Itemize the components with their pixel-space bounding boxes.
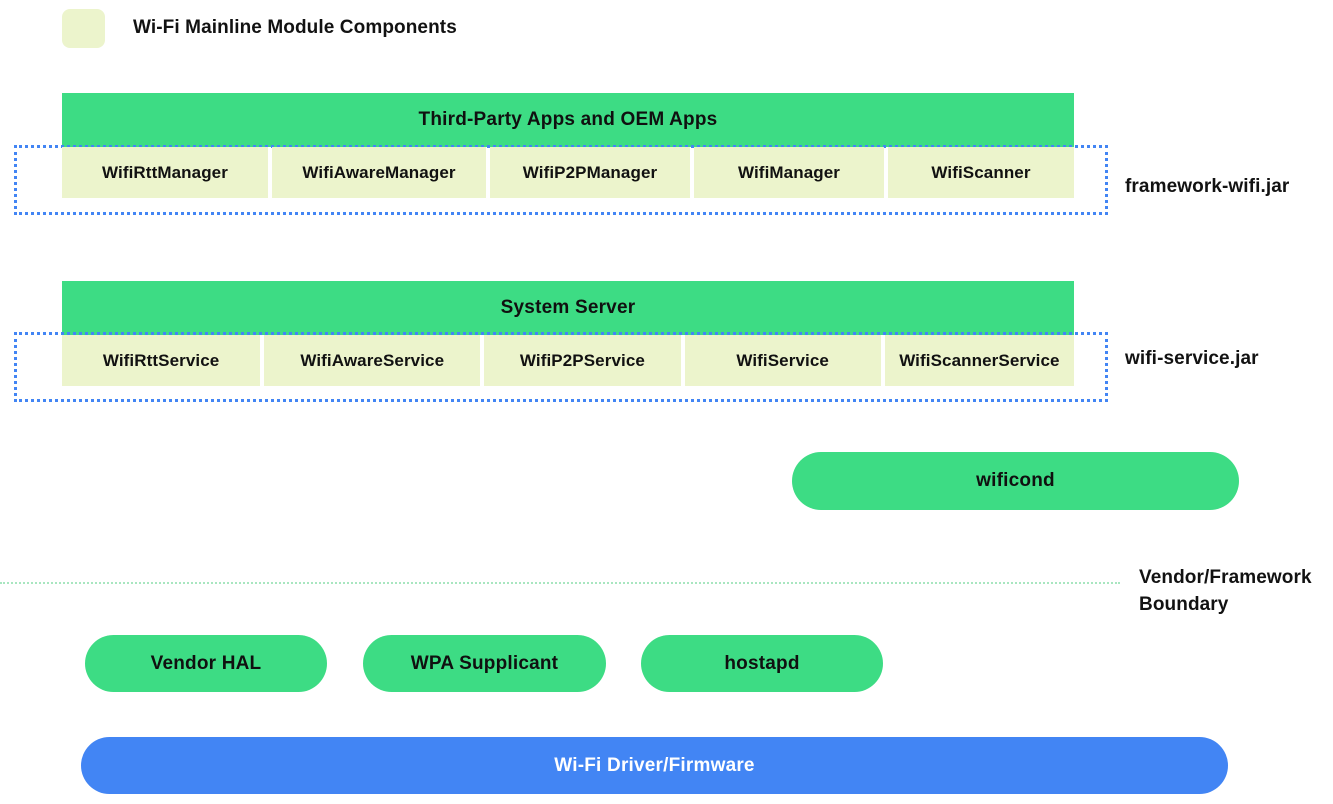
component-cell[interactable]: WifiScanner — [888, 147, 1074, 198]
boundary-label-line2: Boundary — [1139, 594, 1229, 615]
component-cell[interactable]: WifiManager — [694, 147, 884, 198]
component-cell[interactable]: WifiP2PManager — [490, 147, 690, 198]
boundary-label-line1: Vendor/Framework — [1139, 567, 1312, 588]
component-cell[interactable]: WifiRttService — [62, 335, 261, 386]
wifi-driver-firmware-node[interactable]: Wi-Fi Driver/Firmware — [81, 737, 1228, 794]
component-cell[interactable]: WifiAwareManager — [272, 147, 486, 198]
wpa-supplicant-node[interactable]: WPA Supplicant — [363, 635, 606, 692]
framework-wifi-component-row: WifiRttManager WifiAwareManager WifiP2PM… — [62, 147, 1074, 198]
vendor-framework-boundary-line — [0, 582, 1120, 584]
framework-wifi-jar-boundary — [14, 145, 1108, 215]
vendor-hal-node[interactable]: Vendor HAL — [85, 635, 327, 692]
component-cell[interactable]: WifiAwareService — [264, 335, 481, 386]
vendor-framework-boundary-label: Vendor/Framework Boundary — [1139, 564, 1329, 618]
wifi-service-jar-boundary — [14, 332, 1108, 402]
system-server-header: System Server — [62, 281, 1074, 335]
component-cell[interactable]: WifiRttManager — [62, 147, 268, 198]
component-cell[interactable]: WifiService — [684, 335, 881, 386]
wifi-service-jar-label: wifi-service.jar — [1125, 348, 1259, 369]
legend-label: Wi-Fi Mainline Module Components — [133, 17, 457, 38]
third-party-apps-header: Third-Party Apps and OEM Apps — [62, 93, 1074, 147]
component-cell[interactable]: WifiP2PService — [484, 335, 681, 386]
legend-swatch-icon — [62, 9, 105, 48]
framework-wifi-jar-label: framework-wifi.jar — [1125, 176, 1290, 197]
wificond-node[interactable]: wificond — [792, 452, 1239, 510]
hostapd-node[interactable]: hostapd — [641, 635, 883, 692]
component-cell[interactable]: WifiScannerService — [884, 335, 1074, 386]
wifi-service-component-row: WifiRttService WifiAwareService WifiP2PS… — [62, 335, 1074, 386]
